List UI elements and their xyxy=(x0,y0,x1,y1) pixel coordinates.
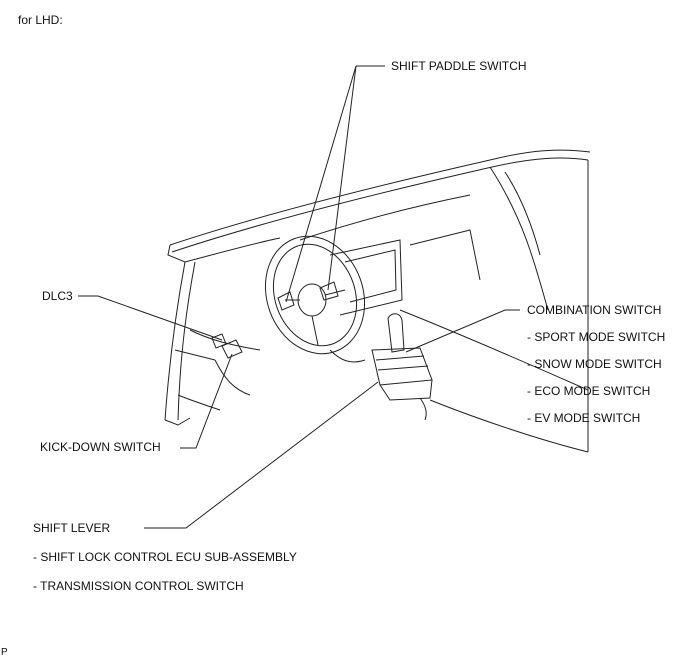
leader-lines xyxy=(78,65,520,529)
shift-paddle-drawing xyxy=(277,281,339,311)
callout-shift-paddle-switch: SHIFT PADDLE SWITCH xyxy=(391,59,527,73)
callout-combination-switch: COMBINATION SWITCH xyxy=(527,303,662,317)
callout-shift-lever: SHIFT LEVER xyxy=(33,521,111,535)
shift-lever-item: - SHIFT LOCK CONTROL ECU SUB-ASSEMBLY xyxy=(33,550,297,564)
steering-wheel xyxy=(264,235,366,363)
dashboard-outline xyxy=(164,149,591,453)
combination-item: - ECO MODE SWITCH xyxy=(527,384,651,398)
dlc3-drawing xyxy=(211,333,243,359)
footer-code: P xyxy=(1,647,8,658)
combination-item: - SPORT MODE SWITCH xyxy=(527,330,666,344)
callout-dlc3: DLC3 xyxy=(42,289,73,303)
callout-kick-down-switch: KICK-DOWN SWITCH xyxy=(40,440,161,454)
shift-lever-item: - TRANSMISSION CONTROL SWITCH xyxy=(33,579,244,593)
shift-lever-drawing xyxy=(371,313,433,421)
combination-item: - EV MODE SWITCH xyxy=(527,411,641,425)
combination-item: - SNOW MODE SWITCH xyxy=(527,357,662,371)
variant-label: for LHD: xyxy=(18,13,63,27)
